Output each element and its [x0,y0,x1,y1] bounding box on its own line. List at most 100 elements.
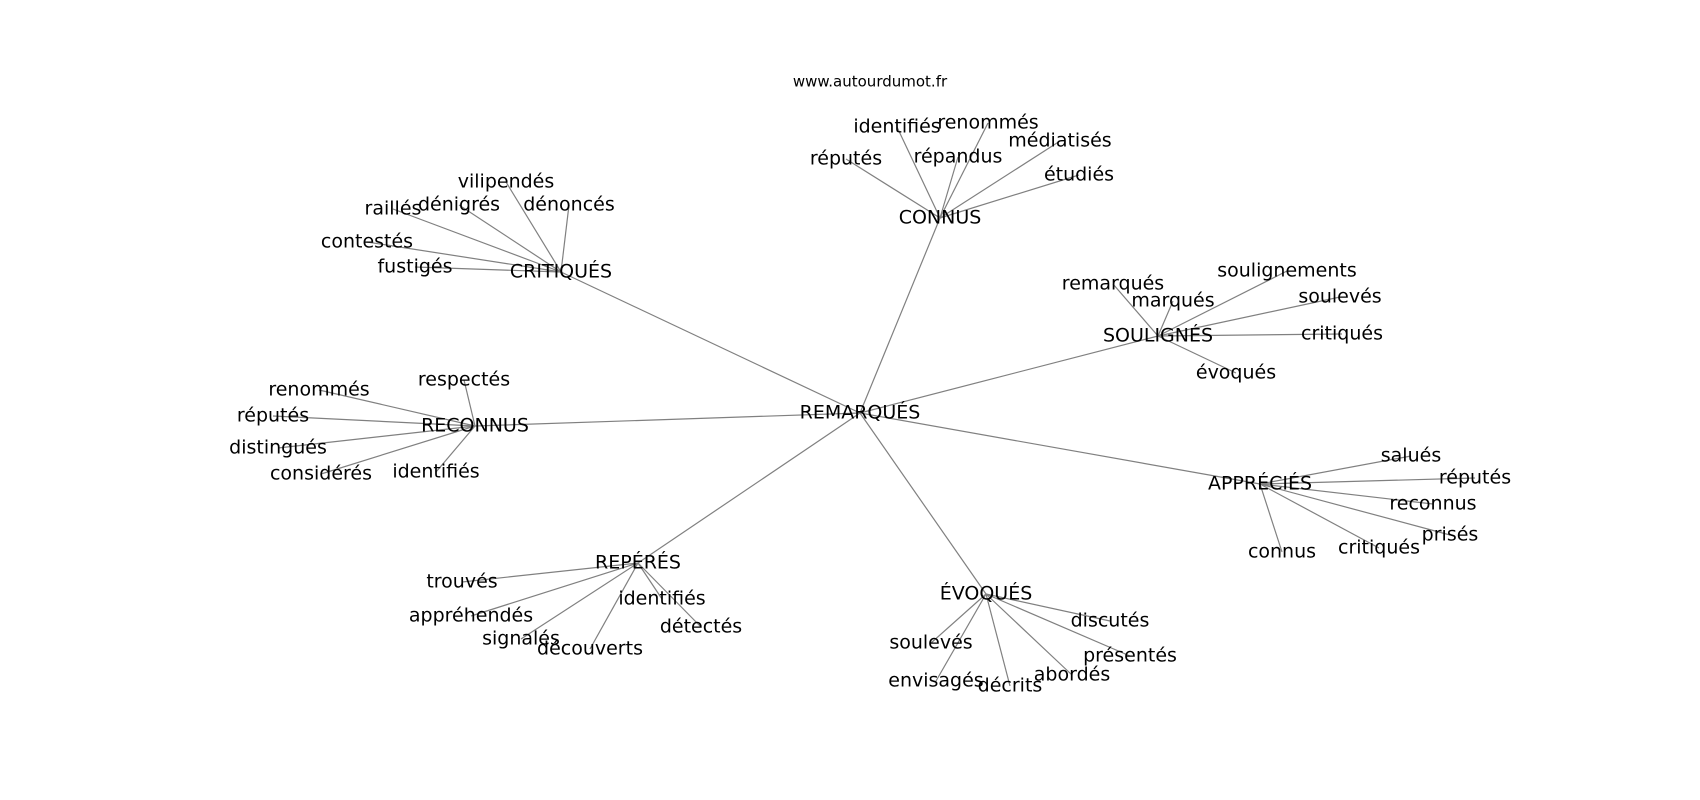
edge-0-1 [896,126,941,219]
hub-node-label: RECONNUS [421,415,529,437]
leaf-node-label: détectés [660,616,742,638]
leaf-node-label: appréhendés [409,605,533,627]
leaf-node-label: contestés [321,231,413,253]
leaf-node-label: critiqués [1301,323,1383,345]
edge-1-1 [392,208,562,273]
edge-2-4 [1157,333,1343,337]
hub-node-label: APPRÉCIÉS [1208,472,1312,495]
leaf-node-label: soulignements [1217,260,1357,282]
edge-4-3 [1259,483,1451,536]
edge-6-2 [985,593,1131,657]
leaf-node-label: considérés [270,463,372,485]
leaf-node-label: renommés [268,379,369,401]
leaf-node-label: identifiés [392,461,479,483]
leaf-node-label: renommés [937,112,1038,134]
edge-3-2 [272,415,476,427]
edge-5-4 [520,562,639,640]
edge-1-3 [560,204,570,273]
edge-6-0 [985,593,1111,622]
leaf-node-label: soulevés [889,632,972,654]
leaf-node-label: évoqués [1196,362,1276,384]
hub-node-label: ÉVOQUÉS [940,582,1033,605]
edge-1-4 [366,241,562,273]
edge-root-3 [474,412,861,427]
edge-3-0 [318,389,476,427]
leaf-node-label: reconnus [1389,493,1476,515]
leaf-node-label: réputés [810,148,882,170]
leaf-node-label: identifiés [853,116,940,138]
edge-3-1 [463,379,476,427]
edge-3-3 [277,425,476,449]
edge-0-3 [939,156,959,219]
root-node-label: REMARQUÉS [800,401,921,424]
edge-5-0 [461,562,639,583]
edge-0-4 [939,140,1061,219]
leaf-node-label: abordés [1034,664,1110,686]
leaf-node-label: dénoncés [523,194,615,216]
leaf-node-label: respectés [418,369,510,391]
leaf-node-label: fustigés [377,256,452,278]
leaf-node-label: marqués [1131,290,1214,312]
edge-0-2 [939,122,989,219]
edge-6-5 [985,593,1011,687]
site-watermark: www.autourdumot.fr [793,73,948,91]
leaf-node-label: soulevés [1298,286,1381,308]
leaf-node-label: identifiés [618,588,705,610]
edge-5-3 [637,562,702,628]
leaf-node-label: vilipendés [458,171,555,193]
edge-1-0 [505,181,562,273]
leaf-node-label: signalés [482,628,560,650]
edge-4-5 [1259,483,1283,553]
edge-0-0 [845,158,941,219]
edge-5-5 [589,562,639,650]
leaf-node-label: connus [1248,541,1316,563]
edge-4-1 [1259,477,1476,485]
edge-5-1 [637,562,663,600]
leaf-node-label: salués [1381,445,1441,467]
edge-root-5 [637,412,861,564]
leaf-node-label: décrits [978,675,1043,697]
edge-root-4 [859,412,1261,485]
edge-6-3 [985,593,1073,676]
edge-root-1 [560,271,861,414]
edge-4-4 [1259,483,1380,549]
edge-3-5 [435,425,476,473]
leaf-node-label: envisagés [888,670,983,692]
edge-root-6 [859,412,987,595]
leaf-node-label: répandus [914,146,1003,168]
graph-edges [272,122,1476,687]
edge-4-0 [1259,455,1412,485]
edge-2-2 [1157,270,1288,337]
edge-5-2 [470,562,639,617]
edge-6-4 [935,593,987,682]
leaf-node-label: remarqués [1062,273,1164,295]
leaf-node-label: prisés [1422,524,1479,546]
leaf-node-label: réputés [1439,467,1511,489]
edge-2-1 [1157,300,1174,337]
edge-6-1 [930,593,987,644]
edge-0-5 [939,174,1080,219]
edge-1-5 [414,266,562,273]
edge-2-5 [1157,335,1237,374]
leaf-node-label: discutés [1071,610,1150,632]
leaf-node-label: présentés [1083,645,1177,667]
edge-2-0 [1112,283,1159,337]
leaf-node-label: raillés [365,198,422,220]
edge-1-2 [458,204,562,273]
edge-4-2 [1259,483,1434,505]
edge-root-2 [859,335,1159,414]
hub-node-label: SOULIGNÉS [1103,324,1213,347]
hub-node-label: CONNUS [899,207,982,229]
graph-nodes: réputésidentifiésrenommésrépandusmédiati… [229,112,1511,697]
leaf-node-label: dénigrés [418,194,500,216]
edge-3-4 [320,425,476,475]
hub-node-label: REPÉRÉS [595,551,681,574]
leaf-node-label: réputés [237,405,309,427]
leaf-node-label: découverts [537,638,643,660]
edge-2-3 [1157,296,1341,337]
hub-node-label: CRITIQUÉS [510,260,612,283]
leaf-node-label: distingués [229,437,327,459]
leaf-node-label: médiatisés [1008,130,1111,152]
edge-root-0 [859,217,941,414]
